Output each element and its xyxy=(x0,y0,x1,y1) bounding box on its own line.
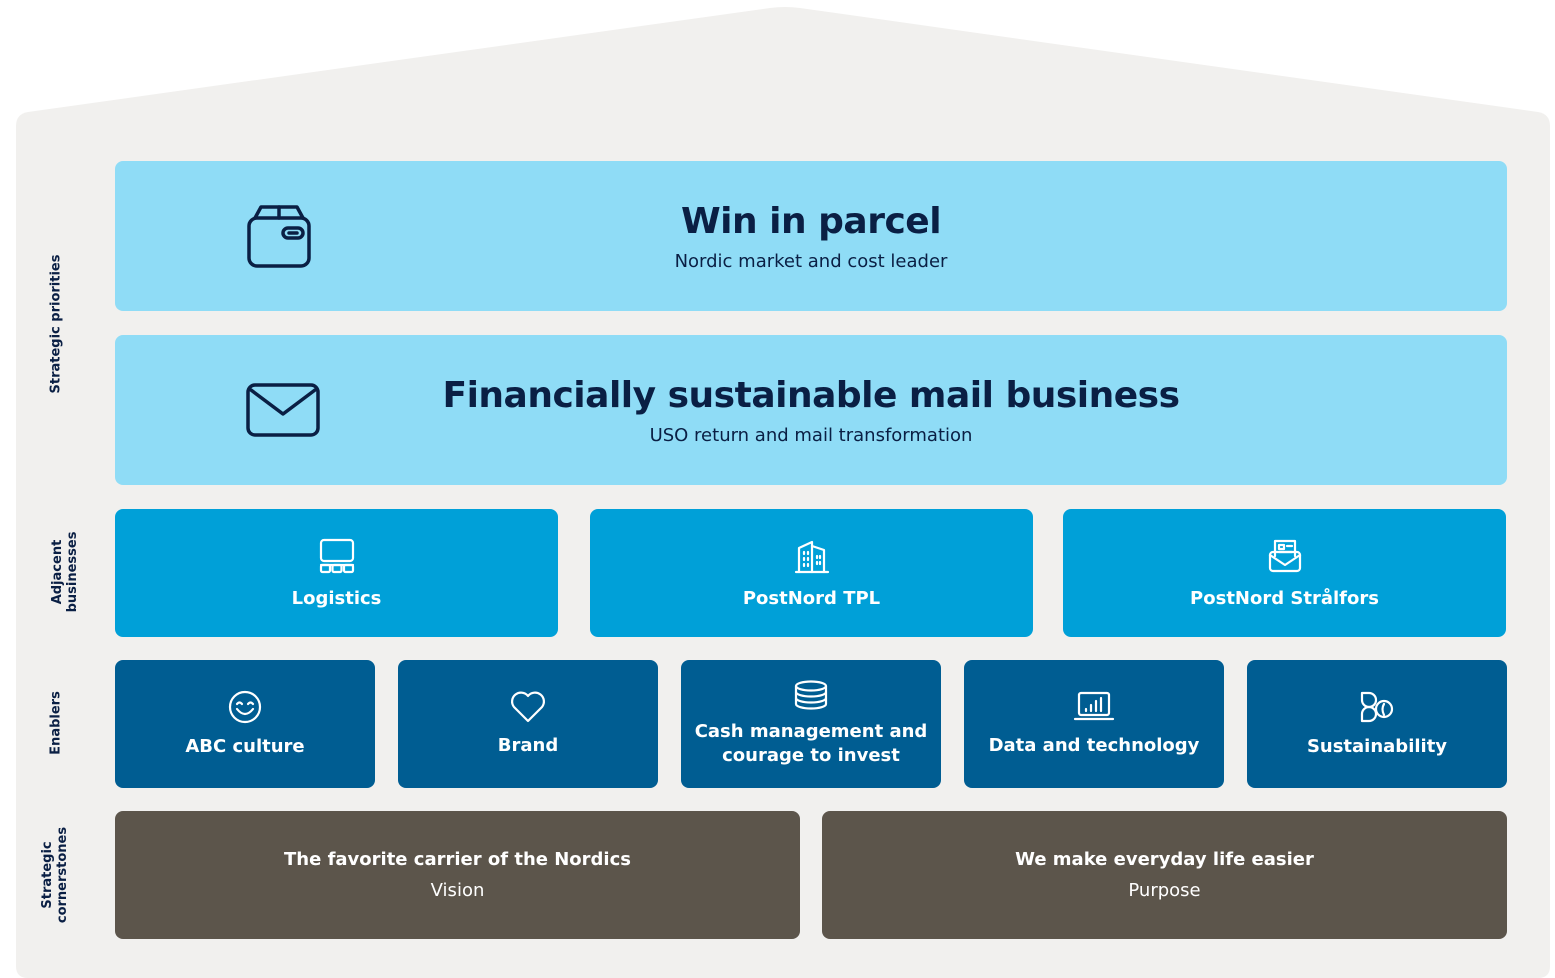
label-adjacent-businesses: Adjacent businesses xyxy=(50,531,80,613)
priority-subtitle: Nordic market and cost leader xyxy=(674,250,948,272)
adjacent-postnord-stralfors: PostNord Strålfors xyxy=(1063,509,1506,637)
label-enablers: Enablers xyxy=(48,691,64,755)
label-strategic-cornerstones: Strategic cornerstones xyxy=(40,826,70,924)
enabler-label: Cash management and courage to invest xyxy=(694,721,928,766)
heart-icon xyxy=(509,690,547,724)
cornerstone-purpose: We make everyday life easier Purpose xyxy=(822,811,1507,939)
logistics-icon xyxy=(318,538,356,574)
cornerstone-statement: The favorite carrier of the Nordics xyxy=(284,849,631,870)
enabler-brand: Brand xyxy=(398,660,658,788)
cornerstone-vision: The favorite carrier of the Nordics Visi… xyxy=(115,811,800,939)
parcel-box-icon xyxy=(245,202,313,270)
enabler-cash-management: Cash management and courage to invest xyxy=(681,660,941,788)
smiley-icon xyxy=(227,689,263,725)
adjacent-logistics: Logistics xyxy=(115,509,558,637)
leaf-icon xyxy=(1358,689,1396,725)
priority-mail-business: Financially sustainable mail business US… xyxy=(115,335,1507,485)
document-envelope-icon xyxy=(1267,538,1303,574)
adjacent-label: Logistics xyxy=(291,587,382,609)
cornerstone-type: Purpose xyxy=(1128,880,1201,901)
priority-title: Financially sustainable mail business xyxy=(442,374,1180,416)
envelope-icon xyxy=(245,382,321,438)
priority-win-in-parcel: Win in parcel Nordic market and cost lea… xyxy=(115,161,1507,311)
adjacent-postnord-tpl: PostNord TPL xyxy=(590,509,1033,637)
enabler-label: Sustainability xyxy=(1306,736,1448,757)
building-icon xyxy=(794,538,830,574)
adjacent-label: PostNord Strålfors xyxy=(1190,587,1379,609)
enabler-abc-culture: ABC culture xyxy=(115,660,375,788)
enabler-label: ABC culture xyxy=(185,736,305,757)
priority-subtitle: USO return and mail transformation xyxy=(649,424,973,446)
enabler-data-technology: Data and technology xyxy=(964,660,1224,788)
cornerstone-statement: We make everyday life easier xyxy=(1015,849,1314,870)
coins-icon xyxy=(792,680,830,710)
enabler-sustainability: Sustainability xyxy=(1247,660,1507,788)
enabler-label: Data and technology xyxy=(988,735,1200,756)
label-strategic-priorities: Strategic priorities xyxy=(48,254,64,394)
enabler-label: Brand xyxy=(497,735,559,756)
cornerstone-type: Vision xyxy=(430,880,485,901)
priority-title: Win in parcel xyxy=(680,200,942,242)
laptop-chart-icon xyxy=(1073,690,1115,724)
adjacent-label: PostNord TPL xyxy=(742,587,881,609)
